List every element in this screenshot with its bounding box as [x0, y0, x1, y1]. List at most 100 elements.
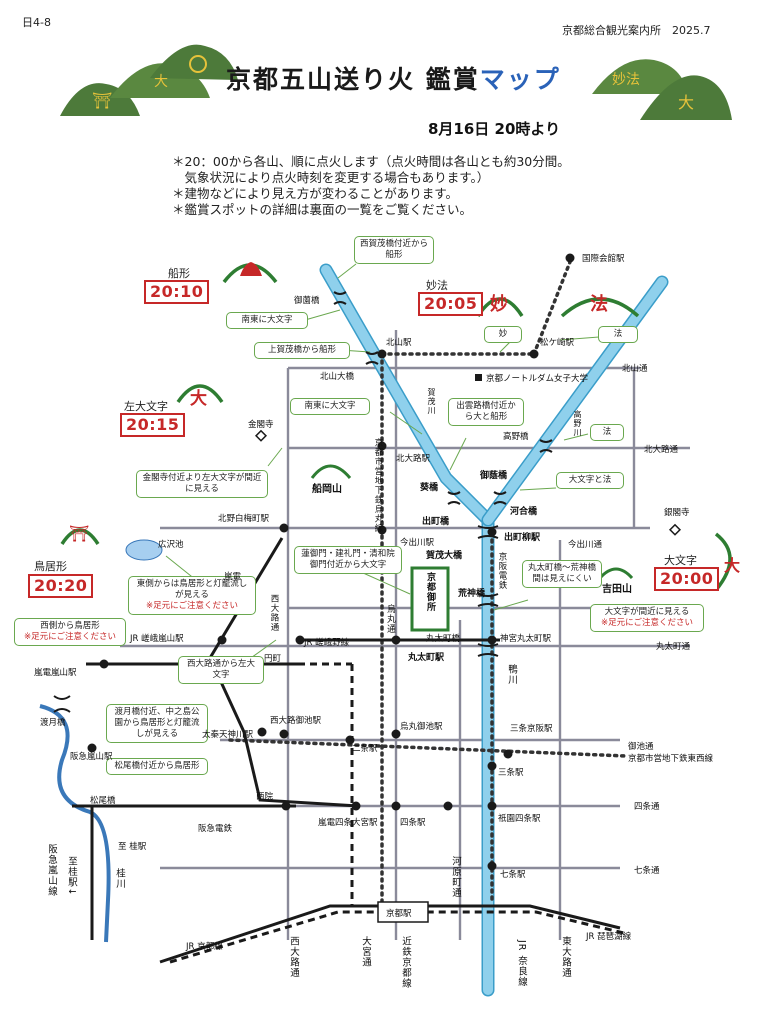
callout-izumoji: 出雲路橋付近から大と船形	[448, 398, 524, 426]
callout-daimonji-close: 大文字が間近に見える ※足元にご注意ください	[590, 604, 704, 632]
header-mountains-right: 妙法 大	[592, 59, 732, 120]
label-omiya-dori: 大宮通	[360, 936, 371, 968]
notes-list: ＊20：00から各山、順に点火します（点火時間は各山とも約30分間。 気象状況に…	[172, 154, 570, 218]
label-kitayama-st: 北山駅	[386, 338, 412, 348]
label-nishioji-south: 西大路通	[288, 936, 299, 978]
publisher-label: 京都総合観光案内所 2025.7	[562, 24, 711, 37]
notredame-square-icon	[475, 374, 482, 381]
label-misono: 御薗橋	[294, 296, 320, 306]
label-gosho: 京都御所	[425, 572, 435, 612]
myoho-glyph-icon: 妙法	[612, 72, 640, 88]
label-shichijo-dori: 七条通	[634, 866, 660, 876]
station-dots	[87, 253, 575, 871]
label-higashioji: 東大路通	[560, 936, 571, 978]
dai-glyph-icon: 大	[154, 74, 168, 90]
takano-river	[483, 277, 667, 525]
callout-nishigamo: 西賀茂橋付近から船形	[354, 236, 434, 264]
torii-mountain-icon	[60, 528, 100, 545]
label-demachi-bashi: 出町橋	[422, 517, 450, 527]
label-kitanohakubaicho: 北野白梅町駅	[218, 514, 270, 524]
label-togetsukyo: 渡月橋	[40, 718, 66, 728]
katsura-river	[39, 704, 111, 943]
funaokayama-hill-icon	[310, 464, 352, 479]
label-funaokayama: 船岡山	[312, 484, 342, 495]
daimonji-mountain-icon	[714, 532, 732, 592]
callout-hirosawa-west: 西側から鳥居形 ※足元にご注意ください	[14, 618, 126, 646]
label-kyoto-st: 京都駅	[386, 909, 412, 919]
label-kitaoji-st: 北大路駅	[396, 454, 431, 464]
dai-glyph-icon: 大	[678, 93, 694, 112]
label-takanogawa: 高野川	[573, 410, 582, 437]
label-mikage-bashi: 御蔭橋	[480, 471, 508, 481]
label-randen-arashiyama: 嵐電嵐山駅	[34, 668, 77, 678]
ho-char-icon: 法	[590, 294, 608, 315]
label-kitayama-ohashi: 北山大橋	[320, 372, 355, 382]
page-title: 京都五山送り火 鑑賞マップ	[226, 60, 561, 96]
kinkakuji-icon	[254, 429, 268, 442]
toriigata-name: 鳥居形	[34, 560, 67, 573]
header-mountains-left: ⛩ 大	[60, 44, 238, 116]
label-keihan: 京阪電鉄	[497, 552, 507, 590]
hidari-name: 左大文字	[124, 400, 168, 413]
hidari-mountain-icon	[176, 384, 224, 404]
callout-daimonji-ho: 大文字と法	[556, 472, 624, 489]
road-network	[120, 330, 690, 940]
label-jr-sagano: JR 嵯峨野線	[304, 638, 350, 648]
label-sanjo-st: 三条駅	[498, 768, 524, 778]
label-uzumasa: 太秦天神川駅	[202, 730, 254, 740]
event-date: 8月16日 20時より	[428, 120, 561, 138]
callout-kinkakuji: 金閣寺付近より左大文字が間近に見える	[136, 470, 268, 498]
label-enmachi: 円町	[264, 654, 282, 664]
label-karasuma-dori: 烏丸通	[385, 604, 395, 634]
funagata-time: 20:10	[144, 280, 210, 304]
subway-matsugasaki	[532, 260, 572, 356]
label-kojin-bashi: 荒神橋	[458, 589, 486, 599]
note-line: ＊鑑賞スポットの詳細は裏面の一覧をご覧ください。	[172, 202, 473, 217]
label-kintetsu: 近鉄京都線	[400, 936, 411, 989]
label-oike-dori: 御池通	[628, 742, 654, 752]
bridges	[53, 291, 553, 713]
label-shijo-st: 四条駅	[400, 818, 426, 828]
rivers	[39, 263, 669, 997]
daimonji-char-icon: 大	[724, 556, 741, 575]
label-sanjo-keihan: 三条京阪駅	[510, 724, 553, 734]
label-jr-saga-arashiyama: JR 嵯峨嵐山駅	[130, 634, 184, 644]
jr-kyoto-dashed	[169, 910, 629, 964]
title-accent: マップ	[479, 65, 561, 94]
caution-text: ※足元にご注意ください	[601, 618, 693, 628]
callout-text: 西側から鳥居形	[40, 621, 100, 631]
mountain-shape-icon	[592, 59, 688, 94]
callout-togetsukyo: 渡月橋付近、中之島公園から鳥居形と灯籠流しが見える	[106, 704, 208, 743]
label-matsuo-bashi: 松尾橋	[90, 796, 116, 806]
label-nishioji-oike: 西大路御池駅	[270, 716, 322, 726]
label-nishioji-dori: 西大路通	[269, 594, 279, 632]
callout-southeast-daimonji-2: 南東に大文字	[290, 398, 370, 415]
label-subway-karasuma: 京都市営地下鉄烏丸線	[373, 438, 383, 533]
label-randen: 嵐電	[224, 572, 242, 582]
label-shichijo-st: 七条駅	[500, 870, 526, 880]
funagata-name: 船形	[168, 267, 190, 280]
daimonji-name: 大文字	[664, 554, 697, 567]
ho-mountain-icon	[560, 297, 640, 318]
boat-glyph-icon	[189, 55, 207, 73]
label-hankyu-arashiyama-line: 阪急嵐山線	[46, 844, 57, 897]
label-kamo-ohashi: 賀茂大橋	[426, 551, 463, 561]
label-kawaramachi-dori: 河原町通	[450, 856, 461, 898]
note-line: 気象状況により点火時刻を変更する場合もあります。）	[172, 170, 490, 185]
label-jr-nara: JR 奈良線	[516, 940, 527, 987]
label-ginkakuji: 銀閣寺	[664, 508, 690, 518]
label-kinkakuji: 金閣寺	[248, 420, 274, 430]
label-kawai-bashi: 河合橋	[510, 507, 538, 517]
label-notredame: 京都ノートルダム女子大学	[486, 374, 589, 384]
mountain-shape-icon	[150, 44, 238, 80]
label-hirosawa: 広沢池	[158, 540, 184, 550]
label-shijo-dori: 四条通	[634, 802, 660, 812]
label-kamogawa: 賀茂川	[427, 388, 436, 415]
callout-marutamachi-kojin: 丸太町橋〜荒神橋間は見えにくい	[522, 560, 602, 588]
label-marutamachi-st: 丸太町駅	[408, 653, 445, 663]
hirosawa-pond	[125, 539, 163, 561]
callout-nishioji: 西大路通から左大文字	[178, 656, 264, 684]
label-yoshidayama: 吉田山	[602, 584, 632, 595]
label-nijo-st: 二条駅	[352, 744, 378, 754]
